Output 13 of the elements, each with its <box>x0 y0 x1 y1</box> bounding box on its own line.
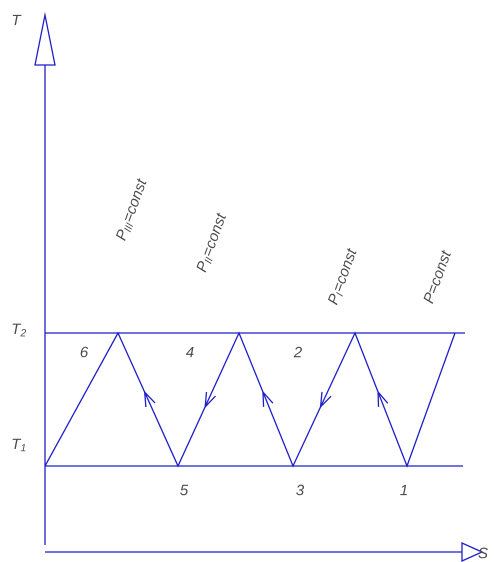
axis-label: S <box>478 548 488 558</box>
state-number: 5 <box>180 484 188 496</box>
axis-label: T <box>12 14 22 26</box>
state-number: 2 <box>294 346 302 358</box>
state-number: 1 <box>400 484 407 496</box>
pressure-label: P$_{III}$=const <box>116 178 146 241</box>
state-number: 4 <box>186 346 194 358</box>
state-number: 3 <box>296 484 304 496</box>
pressure-label: P$_{II}$=const <box>196 212 226 273</box>
axis-tick-label: T$_{1}$ <box>12 438 26 452</box>
axis-tick-label: T$_{2}$ <box>12 324 26 336</box>
state-number: 6 <box>80 346 88 358</box>
pressure-label: P$_{I}$=const <box>328 248 356 306</box>
